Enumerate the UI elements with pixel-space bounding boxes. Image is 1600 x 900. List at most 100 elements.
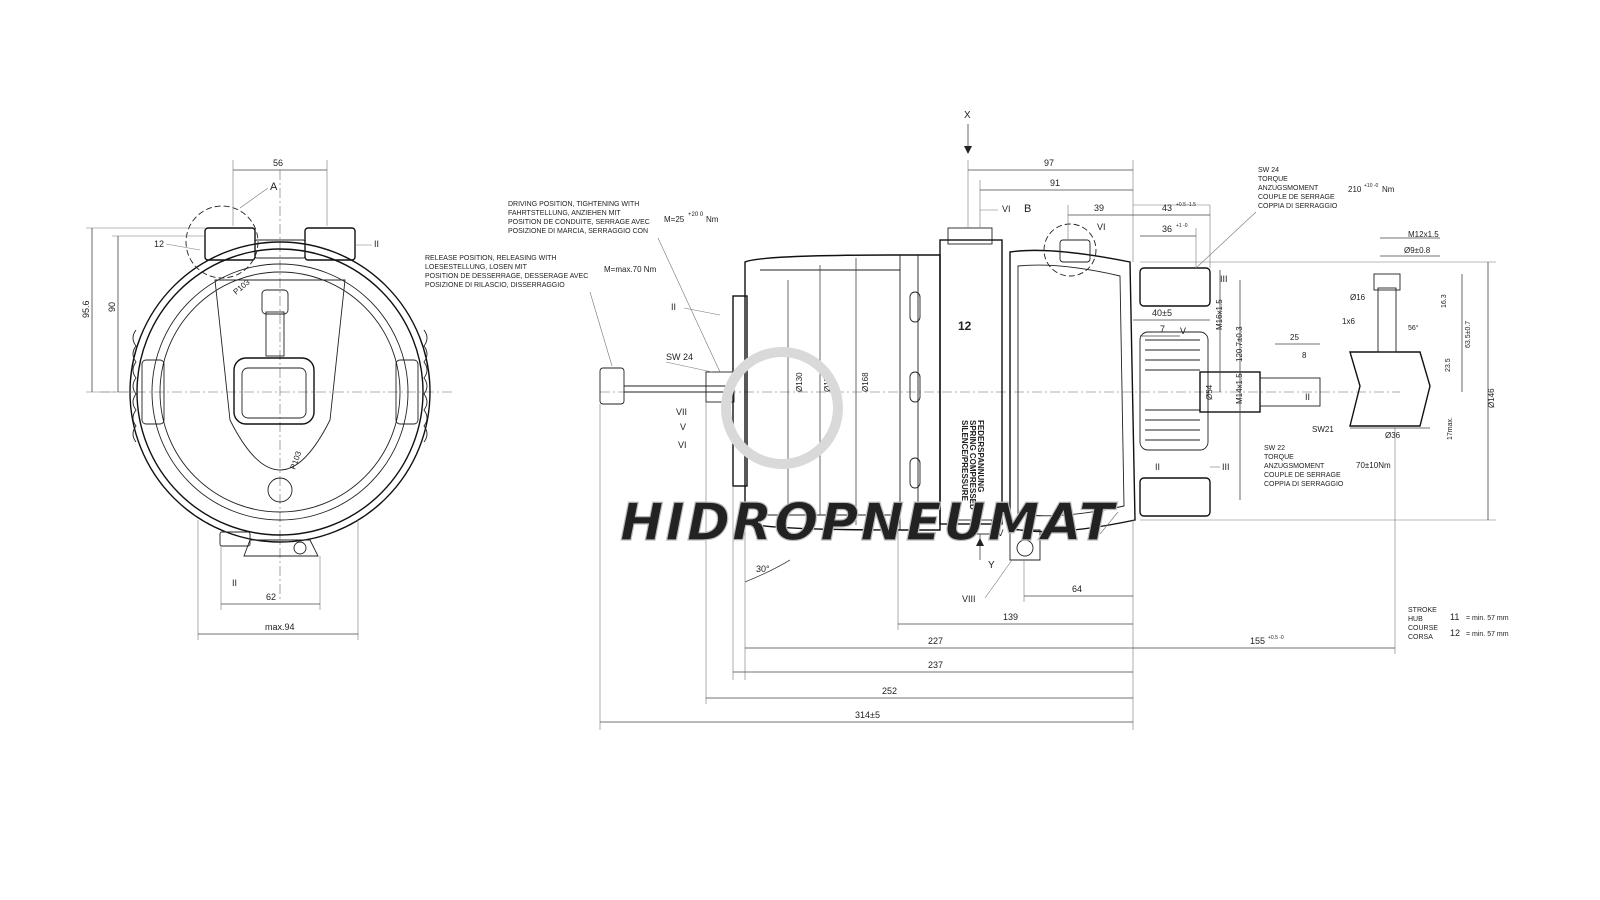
driving-note-value: M=25 — [664, 215, 685, 224]
dim-139: 139 — [1003, 612, 1018, 622]
clevis-17max: 17max. — [1447, 417, 1454, 440]
dim-90: 90 — [107, 302, 117, 312]
dim-120-7: 120.7±0.3 — [1235, 326, 1244, 362]
roman-I-body: I — [1092, 530, 1095, 540]
view-y-label: Y — [988, 560, 995, 571]
torque-sw22-note: SW 22 TORQUE ANZUGSMOMENT COUPLE DE SERR… — [1264, 445, 1391, 488]
stroke-line-4: CORSA — [1408, 634, 1433, 641]
driving-note: DRIVING POSITION, TIGHTENING WITH FAHRTS… — [508, 201, 721, 373]
dim-91: 91 — [1050, 178, 1060, 188]
release-note-line-4: POSIZIONE DI RILASCIO, DISSERRAGGIO — [425, 282, 565, 289]
torque-sw24-line-4: COPPIA DI SERRAGGIO — [1258, 203, 1338, 210]
release-note-value: M=max.70 Nm — [604, 265, 657, 274]
body-text-3: SILENCE/PRESSURE — [960, 420, 969, 502]
side-view: FEDERSPANNUNG SPRING COMPRESSED SILENCE/… — [599, 110, 1496, 730]
torque-sw24-line-1: TORQUE — [1258, 176, 1288, 183]
torque-sw22-head: SW 22 — [1264, 445, 1285, 452]
release-note-line-1: RELEASE POSITION, RELEASING WITH — [425, 255, 556, 262]
dim-64: 64 — [1072, 584, 1082, 594]
roman-VI-rear: VI — [678, 440, 687, 450]
driving-note-line-3: POSITION DE CONDUITE, SERRAGE AVEC — [508, 219, 650, 226]
roman-VIII: VIII — [962, 594, 976, 604]
stroke-line-2: HUB — [1408, 616, 1423, 623]
dim-227: 227 — [928, 636, 943, 646]
roman-VII: VII — [676, 407, 687, 417]
roman-II-bellows: II — [1155, 462, 1160, 472]
dim-d54: Ø54 — [1205, 384, 1214, 400]
driving-note-line-1: DRIVING POSITION, TIGHTENING WITH — [508, 201, 639, 208]
dim-56: 56 — [273, 158, 283, 168]
body-text-1: FEDERSPANNUNG — [976, 420, 985, 492]
torque-sw24-tol: +10 -0 — [1364, 183, 1379, 189]
dim-m16: M16x1.5 — [1215, 299, 1224, 330]
detail-a-label: A — [270, 181, 278, 193]
roman-III-bottom: III — [1222, 462, 1230, 472]
label-12-front: 12 — [154, 239, 164, 249]
roman-V-rear: V — [680, 422, 686, 432]
torque-sw24-unit: Nm — [1382, 185, 1395, 194]
sw21-label: SW21 — [1312, 425, 1334, 434]
torque-sw22-line-2: ANZUGSMOMENT — [1264, 463, 1325, 470]
torque-sw24-line-2: ANZUGSMOMENT — [1258, 185, 1319, 192]
dim-237: 237 — [928, 660, 943, 670]
clevis-63-5: 63.5±0.7 — [1465, 321, 1472, 348]
roman-VI-top: VI — [1002, 204, 1011, 214]
view-x-label: X — [964, 110, 971, 121]
body-text-2: SPRING COMPRESSED — [968, 420, 977, 510]
dim-155-tol: +0.5 -0 — [1268, 635, 1284, 641]
dim-43-tol: +0.5 -1.5 — [1176, 202, 1196, 208]
stroke-v2-note: = min. 57 mm — [1466, 631, 1509, 638]
stroke-v2: 12 — [1450, 628, 1460, 638]
roman-V-side: V — [1180, 326, 1186, 336]
driving-note-line-4: POSIZIONE DI MARCIA, SERRAGGIO CON — [508, 228, 648, 235]
dim-155: 155 — [1250, 636, 1265, 646]
dim-252: 252 — [882, 686, 897, 696]
stroke-v1: 11 — [1450, 612, 1459, 622]
dim-36-tol: +1 -0 — [1176, 223, 1188, 229]
sw24-left-label: SW 24 — [666, 352, 693, 362]
label-12-side: 12 — [958, 319, 972, 333]
release-note-line-3: POSITION DE DESSERRAGE, DESSERAGE AVEC — [425, 273, 588, 280]
clevis-m12: M12x1.5 — [1408, 230, 1439, 239]
stroke-note: STROKE HUB COURSE CORSA 11 = min. 57 mm … — [1408, 607, 1509, 641]
dim-62: 62 — [266, 592, 276, 602]
clevis-d9: Ø9±0.8 — [1404, 246, 1431, 255]
torque-sw22-value: 70±10Nm — [1356, 461, 1391, 470]
dim-43: 43 — [1162, 203, 1172, 213]
release-note: RELEASE POSITION, RELEASING WITH LOESEST… — [425, 255, 657, 367]
p103-bottom: P103 — [288, 450, 303, 471]
dim-95-6: 95.6 — [81, 300, 91, 318]
clevis-25: 25 — [1290, 333, 1299, 342]
dim-angle-30: 30° — [756, 564, 770, 574]
dim-d146: Ø146 — [1487, 388, 1496, 408]
torque-sw24-value: 210 — [1348, 185, 1362, 194]
dim-39: 39 — [1094, 203, 1104, 213]
stroke-v1-note: = min. 57 mm — [1466, 615, 1509, 622]
driving-note-tol: +20 0 — [688, 212, 704, 218]
stroke-line-1: STROKE — [1408, 607, 1437, 614]
watermark-text: HIDROPNEUMAT — [620, 493, 1118, 553]
release-note-line-2: LOESESTELLUNG, LOSEN MIT — [425, 264, 528, 271]
front-view: A 12 II P103 P103 II 56 95.6 90 62 max.9… — [81, 158, 455, 640]
torque-sw24-line-3: COUPLE DE SERRAGE — [1258, 194, 1335, 201]
driving-note-line-2: FAHRTSTELLUNG, ANZIEHEN MIT — [508, 210, 621, 217]
clevis-1x6: 1x6 — [1342, 317, 1355, 326]
clevis-d16: Ø16 — [1350, 293, 1366, 302]
dim-314: 314±5 — [855, 710, 880, 720]
torque-sw24-note: SW 24 TORQUE ANZUGSMOMENT COUPLE DE SERR… — [1195, 167, 1395, 269]
roman-IV: IV — [995, 528, 1004, 538]
driving-note-unit: Nm — [706, 215, 719, 224]
clevis-16-3: 16.3 — [1441, 294, 1448, 308]
torque-sw22-line-3: COUPLE DE SERRAGE — [1264, 472, 1341, 479]
dim-40-5: 40±5 — [1152, 308, 1172, 318]
roman-II-rear: II — [671, 302, 676, 312]
dim-m14: M14x1.5 — [1235, 373, 1244, 404]
clevis-d36: Ø36 — [1385, 431, 1401, 440]
roman-II-front-top: II — [374, 239, 379, 249]
watermark: HIDROPNEUMAT — [619, 347, 1118, 554]
torque-sw22-line-1: TORQUE — [1264, 454, 1294, 461]
dim-97: 97 — [1044, 158, 1054, 168]
stroke-line-3: COURSE — [1408, 625, 1438, 632]
roman-III-top: III — [1220, 274, 1228, 284]
